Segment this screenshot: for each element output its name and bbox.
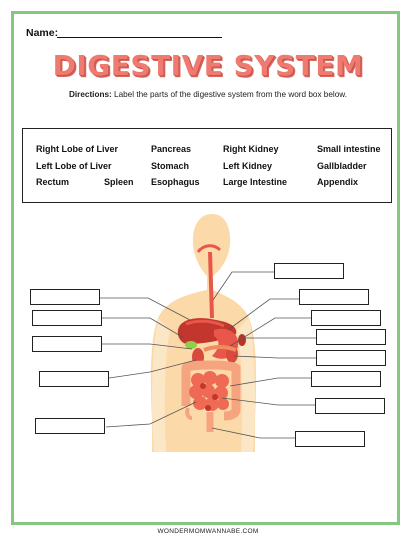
word-right-kidney: Right Kidney: [223, 144, 279, 154]
word-esophagus: Esophagus: [151, 177, 200, 187]
word-pancreas: Pancreas: [151, 144, 192, 154]
esophagus-organ: [196, 244, 222, 319]
label-box-right-6[interactable]: [311, 371, 381, 387]
word-rectum: Rectum: [36, 177, 70, 187]
large-intestine-organ: [181, 360, 241, 421]
appendix-organ: [185, 407, 193, 420]
directions: Directions: Label the parts of the diges…: [0, 90, 416, 99]
gallbladder-organ: [185, 341, 197, 349]
pancreas-organ: [203, 345, 237, 352]
page-border: [11, 11, 400, 525]
name-input-line[interactable]: [57, 37, 222, 38]
small-intestine-organ: [189, 371, 229, 411]
word-small-intestine: Small intestine: [317, 144, 381, 154]
label-box-left-5[interactable]: [35, 418, 105, 434]
label-box-right-8[interactable]: [295, 431, 365, 447]
word-appendix: Appendix: [317, 177, 359, 187]
footer-credit: WONDERMOMWANNABE.COM: [157, 528, 259, 535]
word-right-lobe-liver: Right Lobe of Liver: [36, 144, 118, 154]
page-title: DIGESTIVE SYSTEM: [52, 49, 364, 82]
label-box-left-4[interactable]: [39, 371, 109, 387]
label-box-right-7[interactable]: [315, 398, 385, 414]
label-box-left-3[interactable]: [32, 336, 102, 352]
label-box-right-3[interactable]: [311, 310, 381, 326]
name-label: Name:: [26, 27, 59, 39]
label-box-left-2[interactable]: [32, 310, 102, 326]
leader-lines: [100, 271, 316, 439]
label-box-right-1[interactable]: [274, 263, 344, 279]
word-stomach: Stomach: [151, 161, 190, 171]
word-box: Right Lobe of Liver Pancreas Right Kidne…: [22, 128, 392, 203]
word-left-lobe-liver: Left Lobe of Liver: [36, 161, 112, 171]
label-box-left-1[interactable]: [30, 289, 100, 305]
directions-text: Label the parts of the digestive system …: [114, 90, 348, 99]
label-box-right-5[interactable]: [316, 350, 386, 366]
word-spleen: Spleen: [104, 177, 134, 187]
label-box-right-2[interactable]: [299, 289, 369, 305]
word-gallbladder: Gallbladder: [317, 161, 367, 171]
word-left-kidney: Left Kidney: [223, 161, 273, 171]
word-large-intestine: Large Intestine: [223, 177, 288, 187]
label-box-right-4[interactable]: [316, 329, 386, 345]
directions-label: Directions:: [68, 90, 112, 99]
